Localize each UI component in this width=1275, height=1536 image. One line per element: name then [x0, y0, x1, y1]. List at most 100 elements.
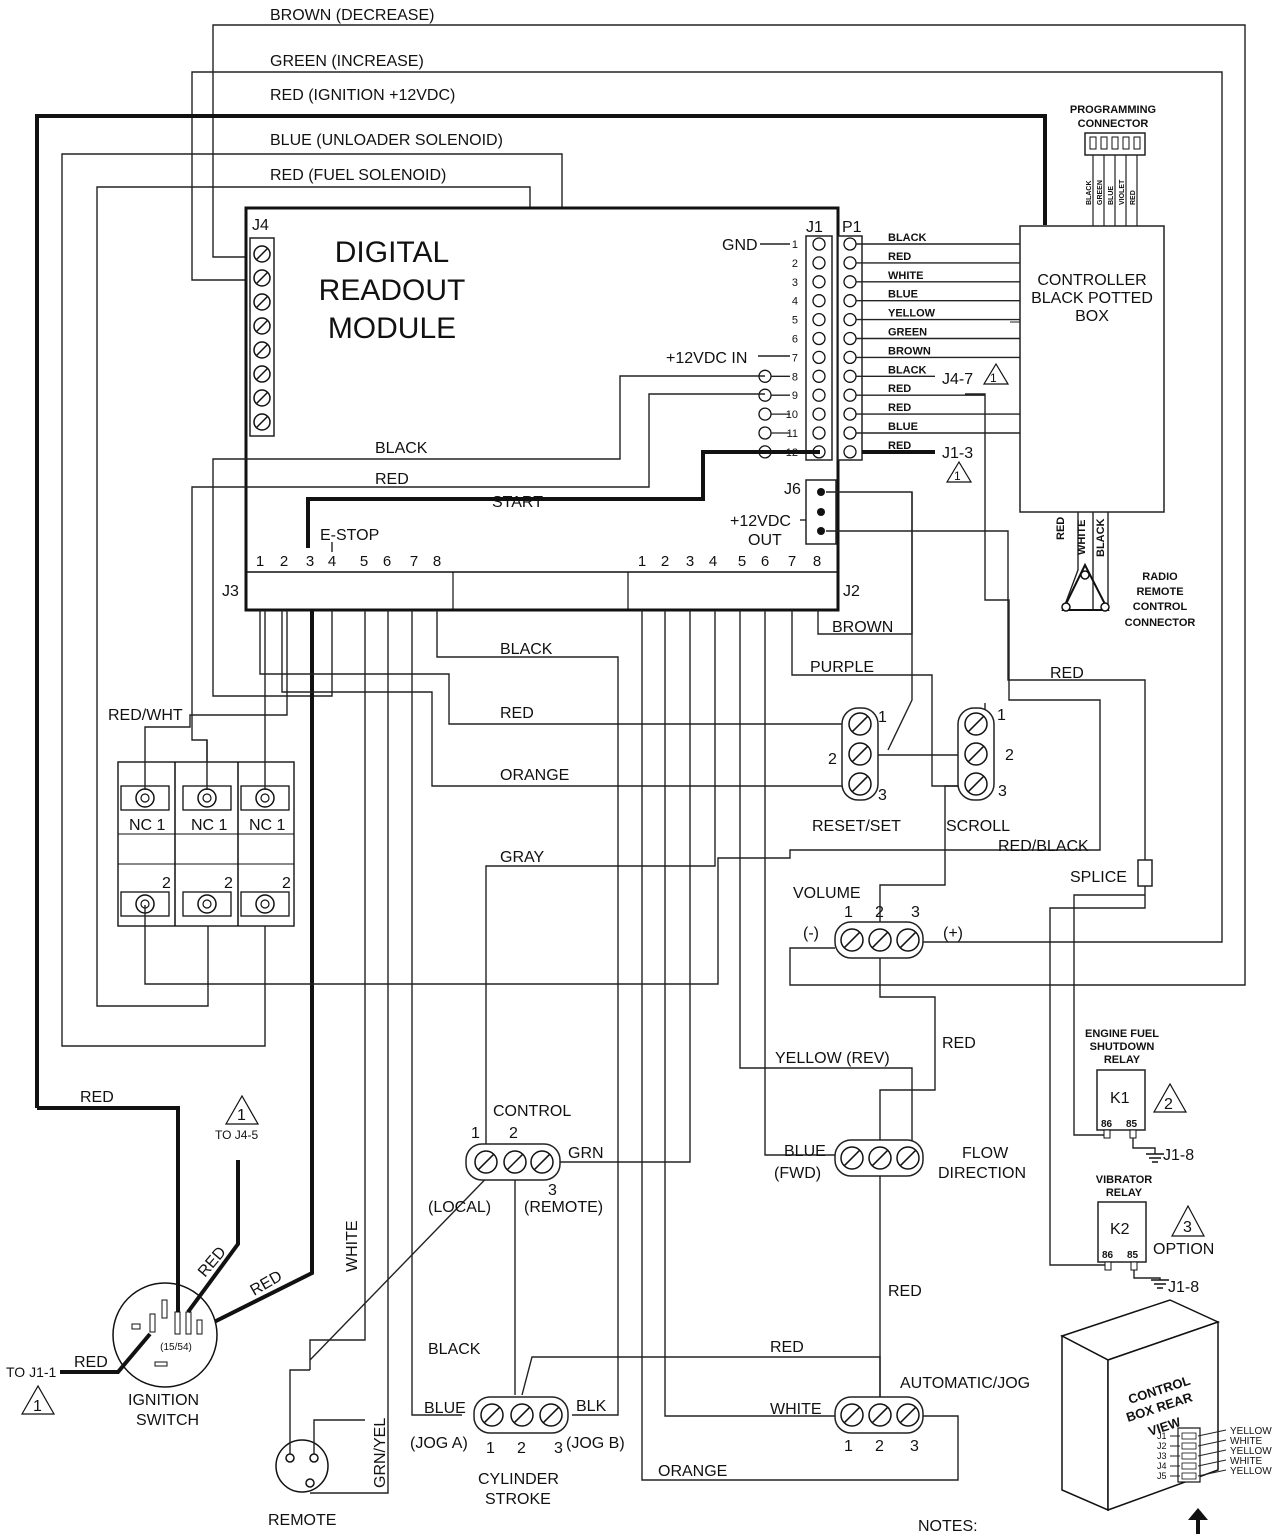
- nc-label-1: NC 1: [129, 817, 166, 834]
- engine-relay-85: 85: [1126, 1119, 1138, 1130]
- j1-pin-7: [812, 350, 826, 365]
- j1-pin-num-2: 2: [792, 258, 798, 270]
- module-title-line2: READOUT: [319, 274, 466, 307]
- reset-pin-3: 3: [878, 787, 887, 804]
- remote-connector: REMOTE: [268, 1369, 365, 1529]
- j2-pin-8: 8: [813, 553, 821, 570]
- control-remote: (REMOTE): [524, 1199, 603, 1216]
- wire-label-red7: RED: [80, 1089, 114, 1106]
- j2-pin-7: 7: [788, 553, 796, 570]
- p1-pin-5: [843, 312, 857, 327]
- prog-pin-3: [1111, 136, 1119, 150]
- ignition-tri2: 1: [237, 1107, 246, 1124]
- flow-blue: BLUE: [784, 1143, 826, 1160]
- module-title-line3: MODULE: [328, 312, 456, 345]
- cyl-blk: BLK: [576, 1398, 607, 1415]
- j1-pin-10: [812, 407, 826, 421]
- j3-pin-1: 1: [256, 553, 264, 570]
- cylinder-stroke-switch: BLUE BLK (JOG A) (JOG B) 1 2 3 CYLINDER …: [410, 1396, 625, 1508]
- controller-line2: BLACK POTTED: [1031, 290, 1153, 307]
- scroll-screw-1: [964, 712, 988, 736]
- auto-pin-1: 1: [844, 1438, 853, 1455]
- wire-label-red3: RED: [1050, 665, 1084, 682]
- p1-pin-8: [843, 369, 857, 383]
- p1-pin-6: [843, 331, 857, 346]
- ref-j1-3: J1-3: [942, 445, 973, 462]
- j1-pin-num-6: 6: [792, 334, 798, 346]
- volume-pin-3: 3: [911, 904, 920, 921]
- vibrator-relay: VIBRATOR RELAY K2 86 85 J1-8 3 OPTION: [1096, 1174, 1215, 1296]
- j1-pin-num-9: 9: [792, 390, 798, 402]
- programming-line2: CONNECTOR: [1078, 118, 1149, 130]
- ref-tri-1b: 1: [954, 469, 961, 483]
- control-pin-2: 2: [509, 1125, 518, 1142]
- auto-pin-2: 2: [875, 1438, 884, 1455]
- ignition-center: (15/54): [160, 1342, 192, 1353]
- j2-pin-5: 5: [738, 553, 746, 570]
- wire-label-black3: BLACK: [428, 1341, 481, 1358]
- p1-pin-9: [843, 388, 857, 402]
- radio-line4: CONNECTOR: [1125, 617, 1196, 629]
- auto-pin-3: 3: [910, 1438, 919, 1455]
- flow-line1: FLOW: [962, 1145, 1009, 1162]
- j3-pin-5: 5: [360, 553, 368, 570]
- volume-screw-3: [896, 928, 920, 952]
- wire-label-green-increase: GREEN (INCREASE): [270, 53, 424, 70]
- j1-pin-8: [812, 369, 826, 383]
- scroll-screw-3: [964, 772, 988, 796]
- j2-pin-2: 2: [661, 553, 669, 570]
- nc-two-1: 2: [162, 875, 171, 892]
- p1-pin-3: [843, 275, 857, 289]
- j4-label: J4: [252, 217, 269, 234]
- cbrv-color-5: YELLOW: [1230, 1466, 1272, 1477]
- volume-pin-1: 1: [844, 904, 853, 921]
- j4-screw-5: [253, 341, 271, 359]
- j6-pin-3: [817, 527, 825, 535]
- vibrator-relay-86: 86: [1102, 1250, 1114, 1261]
- j4-screw-8: [253, 413, 271, 431]
- auto-screw-2: [868, 1403, 892, 1427]
- p1-wire-label-10: RED: [888, 402, 911, 414]
- control-grn: GRN: [568, 1145, 604, 1162]
- wire-label-gray: GRAY: [500, 849, 544, 866]
- engine-fuel-relay: ENGINE FUEL SHUTDOWN RELAY K1 86 85 J1-8…: [1085, 1028, 1194, 1164]
- vin-label: +12VDC IN: [666, 350, 747, 367]
- j1-ext-pin-10: [758, 407, 772, 421]
- scroll-screw-2: [964, 742, 988, 766]
- nc-two-2: 2: [224, 875, 233, 892]
- ignition-tri: 1: [33, 1398, 42, 1415]
- nc-two-3: 2: [282, 875, 291, 892]
- j2-label: J2: [843, 583, 860, 600]
- wire-label-red5: RED: [888, 1283, 922, 1300]
- prog-pin-2: [1100, 136, 1108, 150]
- p1-pin-10: [843, 407, 857, 421]
- vibrator-relay-tri: 3: [1183, 1219, 1192, 1236]
- volume-label: VOLUME: [793, 885, 861, 902]
- j1-pin-5: [812, 312, 826, 327]
- scroll-pin-1: 1: [997, 707, 1006, 724]
- j4-screw-6: [253, 365, 271, 383]
- lower-wires: BLACK RED ORANGE GRAY BROWN PURPLE RED R…: [259, 491, 1146, 1494]
- p1-wire-label-2: RED: [888, 251, 911, 263]
- cyl-pin-2: 2: [517, 1440, 526, 1457]
- j1-pin-3: [812, 275, 826, 289]
- j1-pin-num-7: 7: [792, 352, 798, 364]
- wire-label-brown: BROWN: [832, 619, 893, 636]
- j1-pin-num-4: 4: [792, 296, 798, 308]
- wire-label-red: RED: [375, 471, 409, 488]
- j4-screw-2: [253, 269, 271, 287]
- j2-pin-6: 6: [761, 553, 769, 570]
- vibrator-relay-line2: RELAY: [1106, 1187, 1143, 1199]
- module-title-line1: DIGITAL: [335, 236, 449, 269]
- cbrv-jack-1: J1: [1157, 1431, 1167, 1441]
- radio-line2: REMOTE: [1136, 586, 1183, 598]
- cbrv-jack-5: J5: [1157, 1471, 1167, 1481]
- cyl-screw-2: [510, 1403, 534, 1427]
- volume-minus: (-): [803, 925, 819, 942]
- wire-label-red-black: RED/BLACK: [998, 838, 1089, 855]
- reset-pin-1: 1: [878, 709, 887, 726]
- j1-pin-2: [812, 256, 826, 270]
- cyl-jogb: (JOG B): [566, 1435, 625, 1452]
- p1-wire-label-3: WHITE: [888, 270, 923, 282]
- volume-control: VOLUME 1 2 3 (-) (+): [793, 885, 963, 959]
